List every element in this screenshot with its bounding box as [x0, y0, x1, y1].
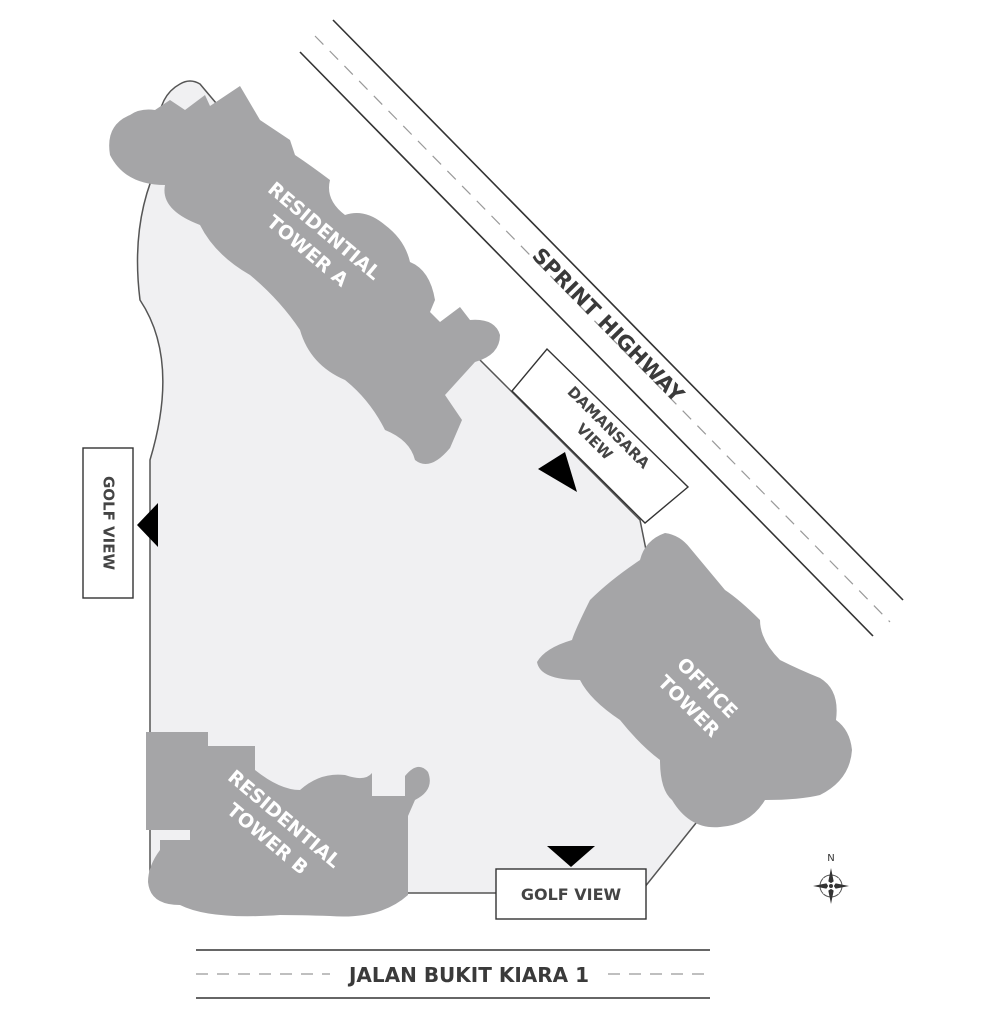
compass-north-label: N	[827, 853, 834, 864]
svg-text:GOLF VIEW: GOLF VIEW	[521, 885, 622, 904]
damansara-view-arrow	[538, 452, 577, 492]
golf-view-west-marker: GOLF VIEW	[82, 447, 158, 599]
sprint-highway-road	[299, 19, 904, 637]
residential-tower-a	[109, 86, 500, 464]
golf-view-south-arrow	[547, 846, 595, 867]
golf-view-west-arrow	[137, 503, 158, 547]
svg-text:GOLF VIEW: GOLF VIEW	[100, 476, 118, 571]
jalan-bukit-kiara-label: JALAN BUKIT KIARA 1	[347, 963, 589, 987]
jalan-bukit-kiara-road	[196, 949, 710, 999]
office-tower	[537, 533, 852, 828]
compass: N	[813, 853, 849, 904]
residential-tower-b	[146, 732, 430, 917]
golf-view-south-marker: GOLF VIEW	[495, 846, 647, 920]
